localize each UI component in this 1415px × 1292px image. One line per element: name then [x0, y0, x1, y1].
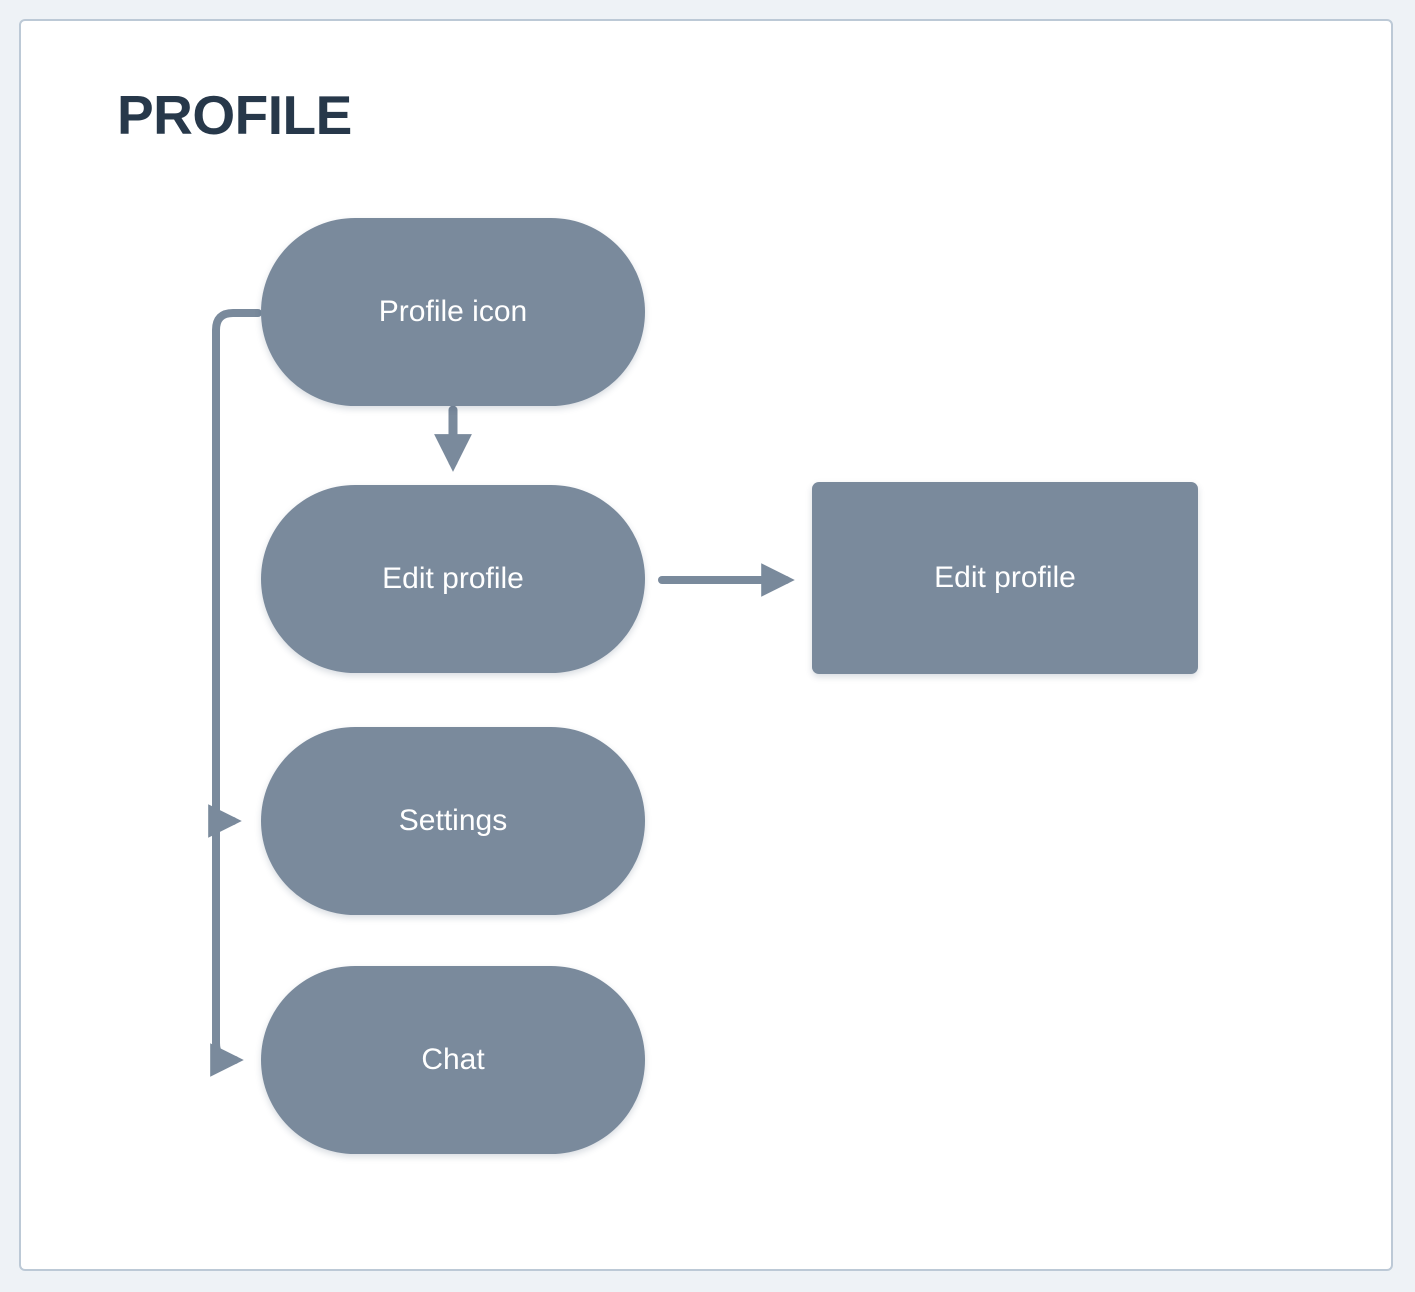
node-settings[interactable]: Settings	[261, 727, 645, 915]
node-edit-profile-label: Edit profile	[382, 562, 524, 595]
node-edit-profile-screen-label: Edit profile	[934, 561, 1076, 594]
node-chat-label: Chat	[421, 1043, 485, 1076]
node-edit-profile-screen[interactable]: Edit profile	[812, 482, 1198, 674]
node-chat[interactable]: Chat	[261, 966, 645, 1154]
node-settings-label: Settings	[398, 804, 508, 837]
node-profile-icon[interactable]: Profile icon	[261, 218, 645, 406]
node-edit-profile[interactable]: Edit profile	[261, 485, 645, 673]
node-profile-icon-label: Profile icon	[378, 295, 528, 328]
page-title: PROFILE	[117, 84, 352, 146]
